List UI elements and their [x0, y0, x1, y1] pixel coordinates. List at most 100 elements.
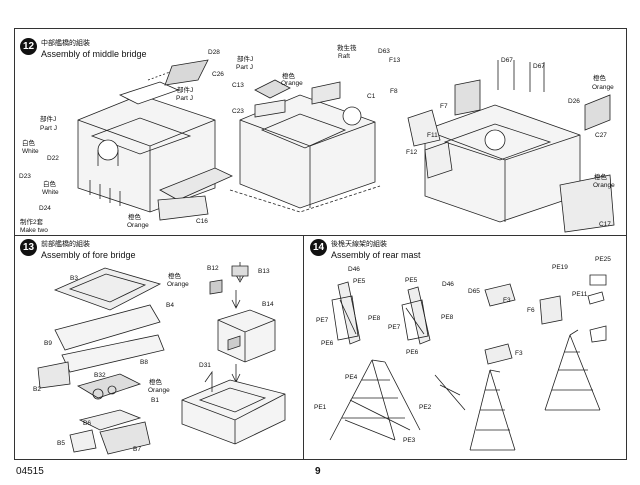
part-label: D26	[568, 98, 580, 105]
part-label: B7	[133, 446, 141, 453]
part-label: PE6	[406, 349, 419, 356]
part-label: B13	[258, 268, 270, 275]
note-label-cn: 救生筏	[337, 45, 357, 52]
part-label: D24	[39, 205, 51, 212]
part-label: F6	[527, 307, 535, 314]
page-number: 9	[315, 466, 321, 477]
part-label: B5	[57, 440, 65, 447]
color-note: White	[42, 189, 59, 196]
color-note-cn: 橙色	[594, 174, 607, 181]
rear-mast-parts-drawing	[332, 282, 430, 344]
part-label: B6	[83, 420, 91, 427]
part-label: C26	[212, 71, 224, 78]
part-label: F12	[406, 149, 418, 156]
horizontal-divider	[14, 235, 626, 236]
part-label: PE4	[345, 374, 358, 381]
part-label: PE19	[552, 264, 568, 271]
step-number-badge: 12	[20, 38, 37, 55]
note-label-cn: 部件J	[40, 116, 57, 123]
part-label: D28	[208, 49, 220, 56]
part-label: PE11	[572, 291, 588, 298]
part-label: C27	[595, 132, 607, 139]
vertical-divider	[303, 235, 304, 459]
step-number-badge: 14	[310, 239, 327, 256]
middle-bridge-drawing-1	[78, 60, 232, 220]
color-note: Orange	[127, 222, 149, 229]
color-note-cn: 白色	[22, 140, 35, 147]
part-label: F3	[515, 350, 523, 357]
part-label: F3	[503, 297, 511, 304]
step-title-cn: 前部艦橋的組裝	[41, 241, 90, 248]
part-label: B32	[94, 372, 106, 379]
color-note: Orange	[281, 80, 303, 87]
part-label: F11	[427, 132, 438, 139]
color-note-cn: 橙色	[149, 379, 162, 386]
middle-bridge-drawing-3	[408, 60, 614, 232]
steps-frame	[14, 28, 627, 460]
step-12-header: 12 中部艦橋的組裝 Assembly of middle bridge	[20, 38, 147, 60]
fore-bridge-assembly-drawing	[182, 262, 285, 444]
part-label: PE8	[368, 315, 381, 322]
part-label: D63	[378, 48, 390, 55]
step-title: Assembly of rear mast	[331, 250, 421, 260]
part-label: B1	[151, 397, 159, 404]
rear-mast-final-drawing	[470, 275, 606, 450]
part-label: D46	[442, 281, 454, 288]
note-label-cn: 制作2套	[20, 219, 44, 226]
note-label: Make two	[20, 227, 48, 234]
part-label: PE25	[595, 256, 611, 263]
part-label: C16	[196, 218, 208, 225]
color-note: Orange	[593, 182, 615, 189]
step-title: Assembly of middle bridge	[41, 49, 147, 59]
part-label: F13	[389, 57, 401, 64]
step-number-badge: 13	[20, 239, 37, 256]
step-title: Assembly of fore bridge	[41, 250, 136, 260]
part-label: D46	[348, 266, 360, 273]
color-note-cn: 橙色	[168, 273, 181, 280]
note-label: Part J	[176, 95, 193, 102]
part-label: C13	[232, 82, 244, 89]
part-label: PE8	[441, 314, 454, 321]
note-label-cn: 部件J	[237, 56, 254, 63]
part-label: D67	[501, 57, 513, 64]
note-label-cn: 部件J	[177, 87, 194, 94]
part-label: C1	[367, 93, 376, 100]
part-label: B9	[44, 340, 52, 347]
part-label: D23	[19, 173, 31, 180]
part-label: PE3	[403, 437, 416, 444]
part-label: C23	[232, 108, 244, 115]
part-label: B8	[140, 359, 148, 366]
part-label: D65	[468, 288, 480, 295]
part-label: D67	[533, 63, 545, 70]
color-note: Orange	[148, 387, 170, 394]
rear-mast-assembly-drawing	[330, 360, 465, 440]
fore-bridge-parts-drawing	[38, 268, 164, 454]
color-note: Orange	[167, 281, 189, 288]
part-label: D22	[47, 155, 59, 162]
part-label: D31	[199, 362, 211, 369]
product-code: 04515	[16, 466, 44, 477]
step-14-header: 14 後桅天線架的組裝 Assembly of rear mast	[310, 239, 421, 261]
color-note-cn: 白色	[43, 181, 56, 188]
part-label: F7	[440, 103, 448, 110]
part-label: F8	[390, 88, 398, 95]
part-label: PE1	[314, 404, 327, 411]
step-title-cn: 中部艦橋的組裝	[41, 40, 90, 47]
color-note: Orange	[592, 84, 614, 91]
middle-bridge-drawing-2	[230, 80, 380, 212]
color-note-cn: 橙色	[593, 75, 606, 82]
step-title-cn: 後桅天線架的組裝	[331, 241, 387, 248]
part-label: PE6	[321, 340, 334, 347]
part-label: PE5	[405, 277, 418, 284]
part-label: B14	[262, 301, 274, 308]
part-label: B12	[207, 265, 219, 272]
note-label: Raft	[338, 53, 350, 60]
part-label: B4	[166, 302, 174, 309]
note-label: Part J	[40, 125, 57, 132]
note-label: Part J	[236, 64, 253, 71]
color-note: White	[22, 148, 39, 155]
part-label: C17	[599, 221, 611, 228]
part-label: PE2	[419, 404, 432, 411]
